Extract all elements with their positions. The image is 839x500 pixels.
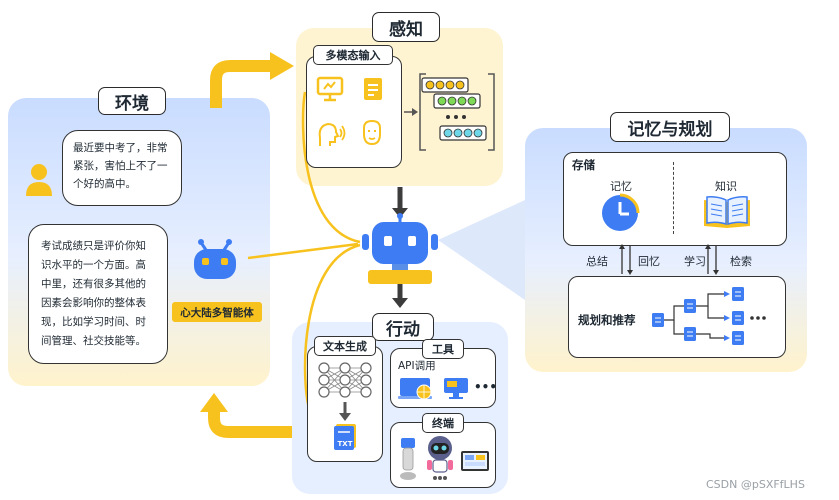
tools-more-icon: ••• [474,380,498,394]
knowledge-label: 知识 [715,180,737,193]
neural-network-icon [318,362,372,398]
agent-to-robot-line [247,242,359,260]
storage-label: 存储 [572,158,595,172]
terminal-label: 终端 [422,413,464,433]
kiosk-robot-icon [400,438,416,480]
planning-box [568,276,786,358]
speaking-head-icon [318,122,346,146]
tablet-screen-icon [461,451,489,471]
user-message-bubble: 最近要中考了，非常紧张，害怕上不了一个好的高中。 [62,130,182,206]
multimodal-input-label: 多模态输入 [313,45,393,65]
document-icon [364,78,382,100]
memory-planning-title: 记忆与规划 [610,112,730,142]
tools-label: 工具 [422,339,464,359]
txt-file-icon [334,424,356,450]
flow-label-recall: 回忆 [638,255,660,268]
robot-to-perception-line [301,91,361,244]
projection-cone [438,200,525,300]
watermark-text: CSDN @pSXFfLHS [706,478,805,491]
robot-to-action-line [303,243,361,413]
token-encoding-diagram [404,73,495,151]
open-book-icon [704,196,750,228]
agent-reply-bubble: 考试成绩只是评价你知识水平的一个方面。高中里，还有很多其他的因素会影响你的整体表… [28,224,168,364]
multimodal-input-box [306,56,402,168]
flow-label-summarize: 总结 [586,255,608,268]
user-icon [26,164,52,196]
memory-label: 记忆 [610,180,632,193]
storage-planning-arrows [619,244,719,275]
agent-name-label: 心大陆多智能体 [172,302,262,322]
action-to-env-arrow [208,410,292,438]
face-scan-icon [363,119,381,146]
agent-reply-text: 考试成绩只是评价你知识水平的一个方面。高中里，还有很多其他的因素会影响你的整体表… [41,240,146,347]
planning-tree-diagram [652,287,766,345]
flow-label-retrieve: 检索 [730,255,752,268]
text-generation-label: 文本生成 [314,336,376,356]
desktop-monitor-icon [444,378,468,399]
user-message-text: 最近要中考了，非常紧张，害怕上不了一个好的高中。 [73,142,168,190]
monitor-icon [316,76,344,102]
environment-title: 环境 [98,87,166,115]
central-robot-icon [362,213,438,284]
txt-file-label: TXT [337,440,353,448]
api-call-label: API调用 [398,360,436,372]
globe-laptop-icon [398,378,432,400]
storage-box [563,152,787,246]
clock-icon [602,193,640,231]
down-arrow-icon [339,402,351,421]
env-to-perception-arrow [210,60,272,108]
cartoon-robot-icon [427,436,453,480]
storage-divider [673,162,674,234]
flow-label-learn: 学习 [684,255,706,268]
agent-robot-icon [194,239,236,279]
perception-title: 感知 [372,12,440,42]
planning-label: 规划和推荐 [578,313,636,327]
action-title: 行动 [372,313,434,341]
